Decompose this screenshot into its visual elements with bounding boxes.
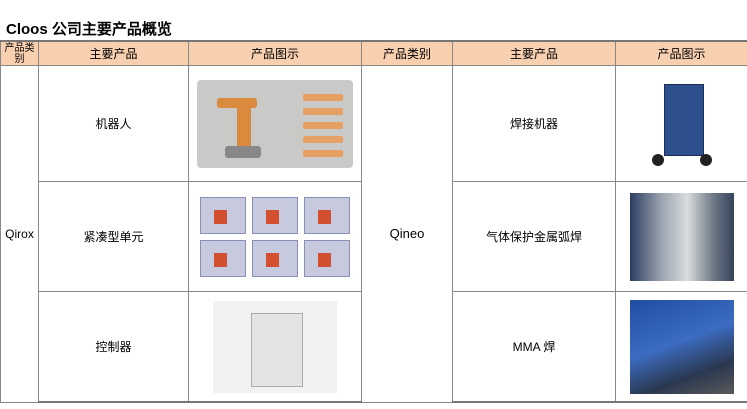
header-category: 产品类别 <box>361 40 453 66</box>
product-name: 机器人 <box>38 65 189 182</box>
header-image: 产品图示 <box>188 40 362 66</box>
product-table: 产品类别 主要产品 产品图示 产品类别 主要产品 产品图示 Qirox 机器人 … <box>0 40 747 403</box>
product-name: 控制器 <box>38 291 189 403</box>
product-name: 气体保护金属弧焊 <box>452 181 616 292</box>
header-category: 产品类别 <box>0 40 39 66</box>
product-name: 焊接机器 <box>452 65 616 182</box>
compact-cell-image <box>200 196 350 277</box>
controller-image <box>213 300 337 393</box>
category-cell: Qirox <box>0 65 39 403</box>
category-cell: Qineo <box>361 65 453 403</box>
product-name: 紧凑型单元 <box>38 181 189 292</box>
page-title: Cloos 公司主要产品概览 <box>6 21 172 38</box>
header-product: 主要产品 <box>452 40 616 66</box>
header-image: 产品图示 <box>615 40 747 66</box>
robot-image <box>197 79 353 168</box>
welding-machine-image <box>645 79 718 168</box>
header-product: 主要产品 <box>38 40 189 66</box>
product-name: MMA 焊 <box>452 291 616 403</box>
mma-photo <box>629 299 734 394</box>
gmaw-photo <box>629 192 734 281</box>
